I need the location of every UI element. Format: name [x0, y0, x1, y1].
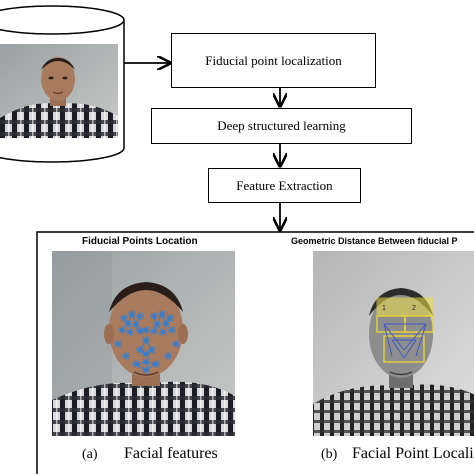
roi-label-1: 1	[382, 305, 386, 312]
fiducial-point-localization-box: Fiducial point localization	[171, 33, 376, 88]
right-caption-text: Facial Point Localiz	[352, 445, 474, 462]
database-face-thumbnail	[0, 44, 118, 138]
left-caption-letter: (a)	[82, 447, 98, 462]
landmark-points	[114, 310, 180, 374]
results-frame	[36, 231, 474, 474]
feature-extraction-label: Feature Extraction	[236, 177, 333, 193]
right-caption-letter: (b)	[321, 447, 338, 462]
geometric-roi-overlay: 1 2	[376, 297, 434, 363]
deep-structured-learning-box: Deep structured learning	[151, 108, 412, 144]
feature-extraction-box: Feature Extraction	[208, 168, 361, 203]
left-panel-title: Fiducial Points Location	[82, 236, 198, 247]
roi-label-2: 2	[412, 305, 416, 312]
fiducial-point-localization-label: Fiducial point localization	[205, 52, 342, 68]
right-panel-title: Geometric Distance Between fiducial P	[291, 236, 458, 246]
deep-structured-learning-label: Deep structured learning	[217, 118, 346, 133]
left-caption-text: Facial features	[124, 445, 218, 462]
right-face-photo	[313, 251, 474, 436]
